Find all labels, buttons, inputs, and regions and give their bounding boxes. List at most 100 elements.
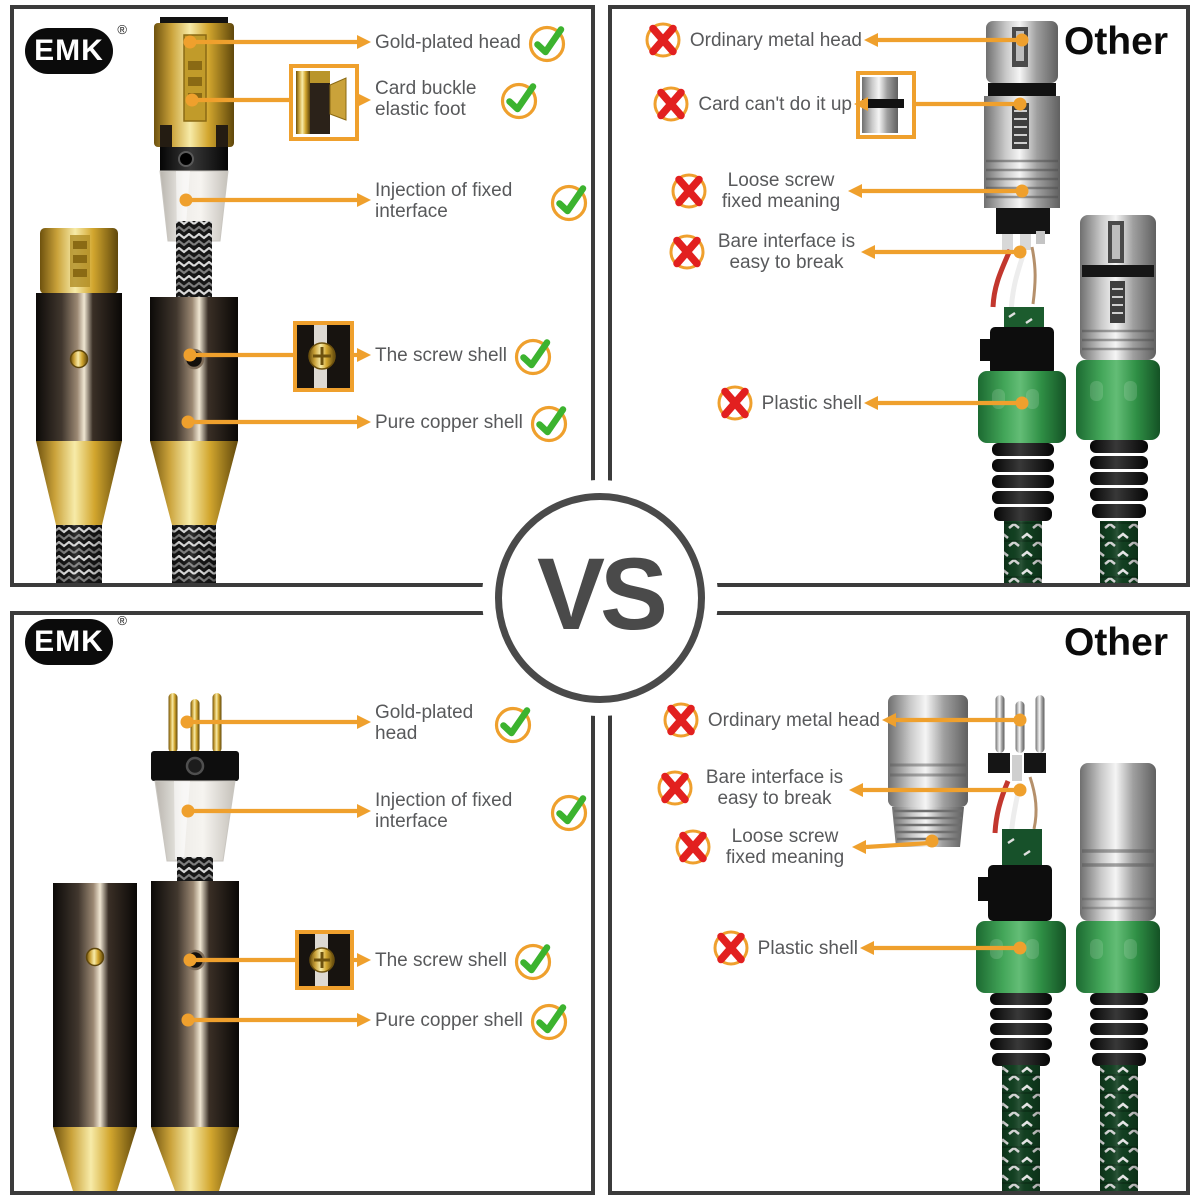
cross-icon	[717, 385, 753, 421]
inset-card-buckle-closeup	[289, 64, 359, 141]
arrow-gold-plated-head	[183, 35, 371, 49]
other-male-connectors-photo	[849, 695, 1160, 1191]
other-brand-title: Other	[1063, 621, 1168, 664]
check-icon	[530, 405, 567, 443]
panel-other-female-connector: Other Ordinary metal head Card can't do …	[608, 5, 1190, 587]
callout-label: Injection of fixed interface	[375, 180, 513, 222]
callout-label: Bare interface is easy to break	[705, 767, 844, 809]
arrow-injection-interface	[179, 193, 371, 207]
registered-trademark-symbol: ®	[117, 613, 127, 628]
check-icon	[530, 1003, 567, 1041]
cross-icon	[645, 22, 681, 58]
emk-logo: EMK ®	[25, 22, 127, 74]
emk-male-connector-right	[151, 693, 239, 1191]
arrow-injection-interface	[181, 804, 371, 818]
callout-plastic-shell: Plastic shell	[709, 926, 858, 970]
callout-arrows	[180, 715, 371, 1027]
callout-label: Loose screw fixed meaning	[725, 826, 845, 868]
arrow-loose-screw	[852, 834, 939, 854]
arrow-ordinary-metal-head	[864, 33, 1029, 47]
callout-injection-interface: Injection of fixed interface	[375, 789, 592, 833]
check-icon	[500, 82, 538, 120]
callout-gold-plated-head: Gold-plated head	[375, 701, 536, 745]
callout-ordinary-metal-head: Ordinary metal head	[641, 18, 862, 62]
cross-icon	[675, 829, 711, 865]
check-icon	[494, 706, 532, 744]
check-icon	[550, 184, 588, 222]
callout-label: Pure copper shell	[375, 411, 523, 433]
callout-label: Plastic shell	[757, 937, 858, 959]
arrow-card-cant	[854, 97, 1027, 111]
callout-plastic-shell: Plastic shell	[713, 381, 862, 425]
other-male-assembled	[1076, 763, 1160, 1191]
callout-label: Gold-plated head	[375, 31, 521, 53]
vs-ring: VS	[495, 493, 705, 703]
arrow-plastic-shell	[864, 396, 1029, 410]
callout-pure-copper-shell: Pure copper shell	[375, 998, 572, 1042]
other-brand-title: Other	[1063, 20, 1168, 63]
cross-icon	[713, 930, 749, 966]
callout-bare-interface: Bare interface is easy to break	[653, 766, 847, 810]
callout-loose-screw: Loose screw fixed meaning	[667, 169, 846, 213]
emk-female-connectors-photo	[36, 17, 371, 583]
other-male-pins-assembly	[976, 695, 1066, 1191]
callout-pure-copper-shell: Pure copper shell	[375, 400, 572, 444]
callout-label: The screw shell	[375, 344, 507, 366]
arrow-gold-plated-head	[180, 715, 371, 729]
arrow-screw-shell	[183, 348, 371, 362]
callout-arrows	[848, 33, 1029, 410]
registered-trademark-symbol: ®	[117, 22, 127, 37]
arrow-pure-copper-shell	[181, 415, 371, 429]
callout-label: Bare interface is easy to break	[717, 231, 856, 273]
panel-emk-male-connector: EMK ® Gold-plated head Injection of fixe…	[10, 611, 595, 1195]
other-female-disassembled	[978, 21, 1066, 583]
callout-label: Injection of fixed interface	[375, 790, 513, 832]
inset-screw-closeup	[293, 321, 354, 392]
other-female-connectors-photo	[848, 21, 1160, 583]
callout-label: Ordinary metal head	[707, 709, 880, 731]
cross-icon	[653, 86, 689, 122]
cross-icon	[657, 770, 693, 806]
other-female-assembled	[1076, 215, 1160, 583]
callout-label: Card can't do it up	[698, 93, 852, 115]
arrow-loose-screw	[848, 184, 1029, 198]
emk-logo: EMK ®	[25, 613, 127, 665]
callout-ordinary-metal-head: Ordinary metal head	[659, 698, 880, 742]
inset-screw-closeup	[295, 930, 354, 990]
panel-other-male-connector: Other Ordinary metal head Bare interface…	[608, 611, 1190, 1195]
callout-screw-shell: The screw shell	[375, 333, 556, 377]
callout-label: Gold-plated head	[375, 702, 474, 744]
emk-logo-text: EMK	[34, 625, 104, 658]
check-icon	[514, 338, 552, 376]
callout-arrows	[179, 35, 371, 429]
callout-gold-plated-head: Gold-plated head	[375, 20, 570, 64]
callout-label: Pure copper shell	[375, 1009, 523, 1031]
vs-badge: VS	[482, 480, 718, 716]
emk-logo-text: EMK	[34, 34, 104, 67]
arrow-bare-interface	[861, 245, 1027, 259]
emk-male-connector-left	[53, 883, 137, 1191]
callout-label: The screw shell	[375, 949, 507, 971]
callout-label: Loose screw fixed meaning	[721, 170, 841, 212]
callout-injection-interface: Injection of fixed interface	[375, 179, 592, 223]
emk-female-connector-right	[150, 17, 238, 583]
callout-arrows	[849, 713, 1027, 955]
arrow-pure-copper-shell	[181, 1013, 371, 1027]
cross-icon	[663, 702, 699, 738]
emk-male-connectors-photo	[53, 693, 371, 1191]
vs-text: VS	[536, 536, 668, 651]
arrow-ordinary-metal-head	[882, 713, 1027, 727]
check-icon	[550, 794, 588, 832]
inset-card-cant-closeup	[856, 71, 916, 139]
callout-card-cant: Card can't do it up	[649, 82, 852, 126]
callout-loose-screw: Loose screw fixed meaning	[671, 825, 850, 869]
check-icon	[528, 25, 565, 63]
callout-card-buckle: Card buckle elastic foot	[375, 77, 542, 121]
arrow-card-buckle	[185, 93, 371, 107]
callout-screw-shell: The screw shell	[375, 938, 556, 982]
cross-icon	[671, 173, 707, 209]
cross-icon	[669, 234, 705, 270]
arrow-bare-interface	[849, 783, 1027, 797]
arrow-plastic-shell	[860, 941, 1027, 955]
